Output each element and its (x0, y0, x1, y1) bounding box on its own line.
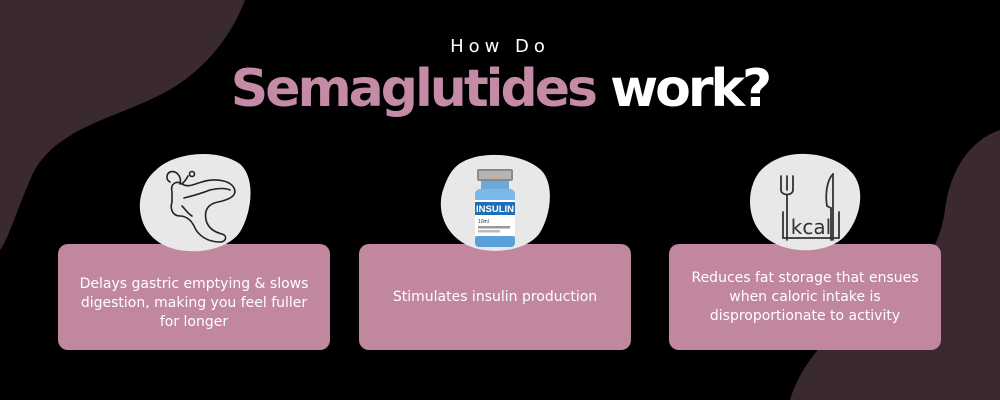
vial-volume: 10ml (478, 219, 489, 225)
card-text: Stimulates insulin production (392, 288, 598, 305)
corner-shape-left (0, 0, 245, 250)
benefit-card-fat-storage: Reduces fat storage that ensues when cal… (669, 244, 941, 350)
insulin-vial-icon: INSULIN 10ml (475, 169, 515, 247)
pancreas-icon (166, 170, 236, 243)
kcal-icon: kcal (780, 173, 840, 241)
eyebrow-text: How Do (450, 36, 550, 57)
title-rest: work? (610, 59, 772, 119)
insulin-icon-badge: INSULIN 10ml (437, 150, 553, 254)
card-text: Reduces fat storage that ensues when cal… (691, 269, 919, 324)
page-title: Semaglutides work? (0, 59, 1000, 119)
title-highlight: Semaglutides (230, 59, 598, 119)
kcal-icon-badge: kcal (747, 150, 863, 254)
benefit-card-digestion: Delays gastric emptying & slows digestio… (58, 244, 330, 350)
vial-label: INSULIN (476, 204, 514, 215)
card-text: Delays gastric emptying & slows digestio… (79, 275, 309, 330)
pancreas-icon-badge (136, 150, 252, 254)
page-header: How Do Semaglutides work? (0, 36, 1000, 119)
benefit-card-insulin: Stimulates insulin production (359, 244, 631, 350)
kcal-label: kcal (791, 215, 831, 239)
